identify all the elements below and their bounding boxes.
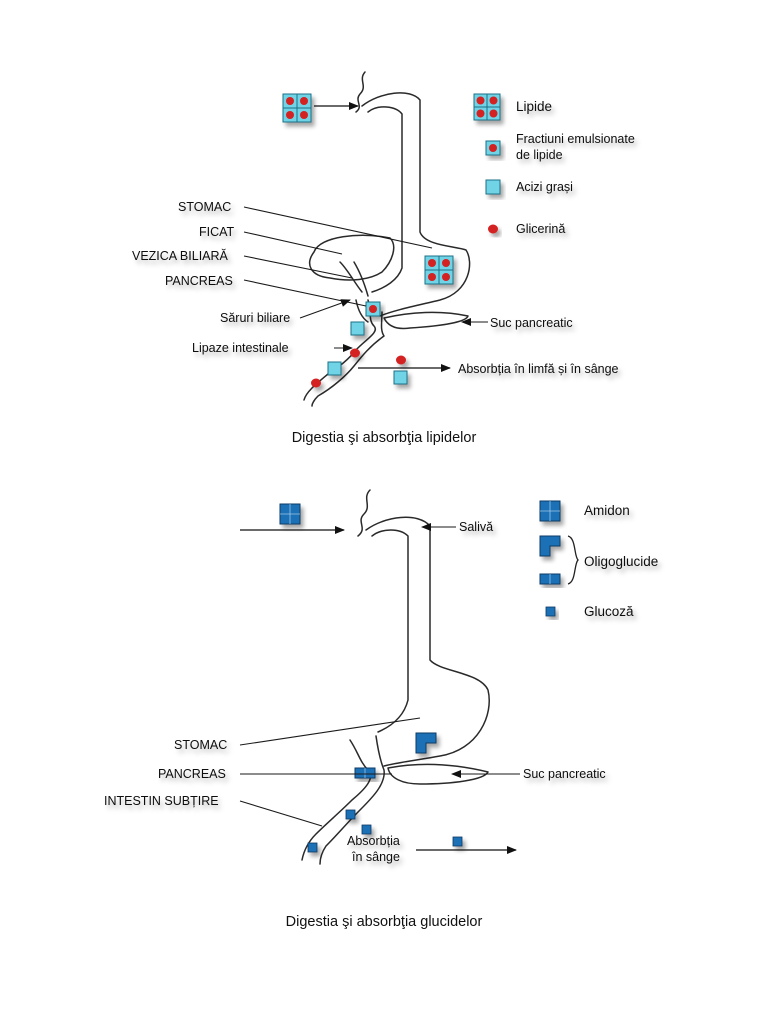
glucid-input-block bbox=[279, 503, 301, 525]
glucid-label-suc: Suc pancreatic bbox=[523, 767, 606, 781]
glucid-label-intestin: INTESTIN SUBȚIRE bbox=[104, 794, 219, 808]
lipid-label-vezica: VEZICA BILIARĂ bbox=[132, 248, 229, 263]
legend-lipide-label: Lipide bbox=[516, 99, 552, 114]
lipid-label-suc: Suc pancreatic bbox=[490, 316, 573, 330]
lipid-input-block bbox=[282, 93, 312, 123]
legend-acizi-icon bbox=[485, 179, 501, 195]
glucid-caption: Digestia şi absorbţia glucidelor bbox=[286, 914, 483, 930]
lipid-label-saruri: Săruri biliare bbox=[220, 311, 290, 325]
legend-fractiuni-label-1: Fractiuni emulsionate bbox=[516, 132, 635, 146]
lipid-label-ficat: FICAT bbox=[199, 225, 235, 239]
legend-amidon-label: Amidon bbox=[584, 503, 630, 518]
glucid-leader-lines bbox=[239, 523, 520, 827]
lipid-stomach-block bbox=[424, 255, 454, 285]
legend-oligo-label: Oligoglucide bbox=[584, 554, 658, 569]
legend-glucoza-icon bbox=[545, 606, 556, 617]
legend-glicerina-label: Glicerină bbox=[516, 222, 565, 236]
legend-lipide-icon bbox=[473, 93, 501, 121]
glucid-label-stomac: STOMAC bbox=[174, 738, 227, 752]
glucid-label-absorbtie-2: în sânge bbox=[351, 850, 400, 864]
legend-glicerina-icon bbox=[488, 224, 498, 234]
lipid-label-absorbtie: Absorbția în limfă și în sânge bbox=[458, 362, 619, 376]
lipid-label-pancreas: PANCREAS bbox=[165, 274, 233, 288]
glucid-stomach-block bbox=[415, 732, 437, 754]
glucid-label-absorbtie-1: Absorbția bbox=[347, 834, 400, 848]
lipid-leader-lines bbox=[243, 206, 488, 352]
legend-oligo-icon-1 bbox=[539, 535, 561, 557]
lipid-label-lipaze: Lipaze intestinale bbox=[192, 341, 289, 355]
lipid-caption: Digestia şi absorbţia lipidelor bbox=[292, 430, 477, 446]
legend-amidon-icon bbox=[539, 500, 561, 522]
glucid-legend: Amidon Oligoglucide Glucoză bbox=[539, 500, 658, 619]
legend-fractiuni-label-2: de lipide bbox=[516, 148, 563, 162]
legend-fractiuni-icon bbox=[485, 140, 501, 156]
glucid-diagram: Salivă STOMAC PANCREAS INTESTIN SUBȚIRE … bbox=[104, 489, 658, 930]
lipid-digestive-tract bbox=[303, 71, 471, 407]
lipid-intestine-particles bbox=[311, 321, 408, 388]
lipid-diagram: STOMAC FICAT VEZICA BILIARĂ PANCREAS Săr… bbox=[132, 71, 635, 446]
legend-oligo-brace bbox=[567, 535, 579, 585]
glucid-digestive-tract bbox=[301, 489, 490, 865]
glucid-glucose-particles bbox=[307, 809, 463, 853]
legend-oligo-icon-2 bbox=[539, 573, 561, 585]
glucid-label-saliva: Salivă bbox=[459, 520, 493, 534]
lipid-legend: Lipide Fractiuni emulsionate de lipide A… bbox=[473, 93, 635, 236]
glucid-pancreas-block bbox=[354, 767, 376, 779]
glucid-label-pancreas: PANCREAS bbox=[158, 767, 226, 781]
legend-glucoza-label: Glucoză bbox=[584, 604, 634, 619]
legend-acizi-label: Acizi grași bbox=[516, 180, 573, 194]
lipid-label-stomac: STOMAC bbox=[178, 200, 231, 214]
lipid-emulsified-fraction bbox=[365, 301, 381, 317]
